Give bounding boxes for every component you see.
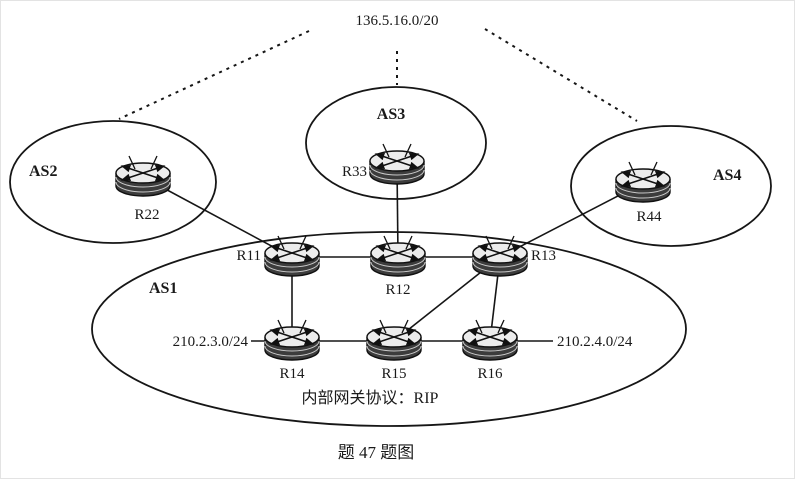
as4-boundary-ellipse	[570, 125, 772, 247]
router-label-r22: R22	[134, 207, 159, 223]
router-label-r14: R14	[279, 366, 305, 382]
top-network-label: 136.5.16.0/20	[356, 13, 439, 29]
as1-boundary-ellipse	[91, 231, 687, 427]
router-icon-r22	[116, 156, 170, 196]
as4-label: AS4	[713, 167, 741, 184]
router-label-r13: R13	[531, 248, 556, 264]
as3-boundary-ellipse	[305, 86, 487, 200]
router-label-r15: R15	[381, 366, 406, 382]
router-label-r44: R44	[636, 209, 662, 225]
router-icon-r16	[463, 320, 517, 360]
router-icon-r44	[616, 162, 670, 202]
as3-label: AS3	[377, 106, 405, 123]
router-icon-r11	[265, 236, 319, 276]
router-icon-r33	[370, 144, 424, 184]
igp-protocol-note: 内部网关协议：RIP	[302, 389, 439, 407]
as2-label: AS2	[29, 163, 57, 180]
as1-label: AS1	[149, 280, 177, 297]
left-network-label: 210.2.3.0/24	[173, 334, 249, 350]
as2-boundary-ellipse	[9, 120, 217, 244]
router-label-r11: R11	[237, 248, 261, 264]
figure-caption: 题 47 题图	[338, 443, 415, 462]
dotted-link-as4	[484, 28, 638, 122]
right-network-label: 210.2.4.0/24	[557, 334, 633, 350]
router-label-r12: R12	[385, 282, 410, 298]
dotted-link-as2	[118, 30, 310, 120]
router-label-r33: R33	[342, 164, 367, 180]
router-label-r16: R16	[477, 366, 503, 382]
